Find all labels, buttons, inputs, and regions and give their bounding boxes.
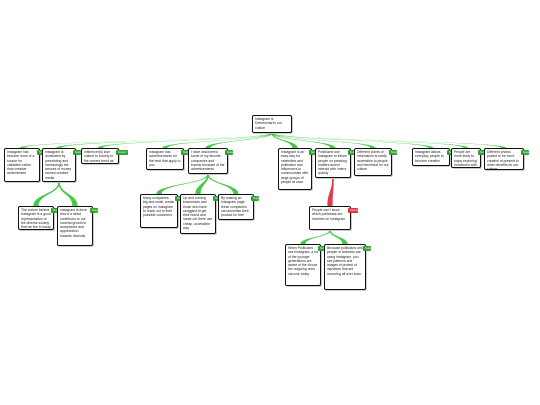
support-connector [97,133,273,148]
support-connector [271,133,469,148]
argument-a2a[interactable]: The culture behind Instagram is a good r… [18,206,54,230]
argument-text: Influencer(s) lose culture to society in… [84,150,114,163]
objection-c2a[interactable]: People don't know which politicians are … [309,206,351,230]
support-connector [33,182,60,206]
argument-text: Instagram allows everyday people to beco… [415,150,444,163]
argument-c3[interactable]: Different points of information is easil… [354,148,392,176]
argument-text: Politicians use Instagram to inform peop… [318,150,348,176]
support-connector [271,133,507,148]
support-connector [329,230,348,244]
argument-text: Instagram has become more of a source fo… [7,150,35,176]
support-tag: Support [521,150,529,155]
support-tag: Support [363,246,371,251]
argument-text: Many companies, big and small, create pa… [143,196,175,217]
support-tag: Support [309,150,317,155]
argument-text: Instagram is dominated by preexisting an… [45,150,72,180]
support-tag: Support [181,150,189,155]
support-connector [56,133,273,148]
argument-c2[interactable]: Politicians use Instagram to inform peop… [315,148,351,178]
argument-b2a[interactable]: Many companies, big and small, create pa… [140,194,178,228]
support-connector [300,230,331,244]
root-claim[interactable]: Instagram is Detrimental to our culture [252,115,292,133]
argument-d1[interactable]: Instagram allows everyday people to beco… [412,148,450,166]
support-connector [205,133,273,148]
oppose-tag: Oppose [348,208,358,213]
objection-text: People don't know which politicians are … [312,208,346,221]
support-connector [271,133,376,148]
support-connector [271,133,298,148]
argument-text: I have discovered some of my favorite co… [191,150,225,171]
argument-text: The culture behind Instagram is a good r… [21,208,51,229]
argument-b1[interactable]: Instagram has advertisements for the bes… [146,148,184,170]
argument-text: Instagram has advertisements for the bes… [149,150,181,167]
support-connector [19,133,273,148]
argument-d2[interactable]: People are more likely to enjoy explorin… [451,148,481,168]
root-claim-text: Instagram is Detrimental to our culture [255,117,282,130]
support-tag: Support [389,150,397,155]
argument-text: By making an Instagram page, these compa… [221,196,249,217]
support-tag: Support [348,150,356,155]
support-tag: Support [116,150,128,155]
support-tag: Support [251,196,259,201]
support-tag: Support [318,246,326,251]
argument-text: Up and coming businesses and those who h… [183,196,213,230]
argument-b2[interactable]: I have discovered some of my favorite co… [188,148,228,174]
support-connector [195,174,209,194]
argument-a2b[interactable]: Instagram is drive that is a direct cont… [57,206,93,246]
argument-text: People are more likely to enjoy explorin… [454,150,477,167]
support-tag: Support [478,150,486,155]
argument-b2b[interactable]: Up and coming businesses and those who h… [180,194,216,234]
argument-text: Instagram is an easy way for celebrities… [281,150,309,184]
argument-text: When Politicians use Instagram, a lot of… [288,246,318,276]
argument-b2c[interactable]: By making an Instagram page, these compa… [218,194,254,220]
support-connector [58,182,78,206]
support-tag: Support [73,150,81,155]
argument-a1[interactable]: Instagram has become more of a source fo… [4,148,40,182]
argument-d3[interactable]: Different photos posted to be more creat… [484,148,524,170]
support-tag: Support [225,150,233,155]
support-connector [162,133,273,148]
argument-text: Instagram is drive that is a direct cont… [60,208,87,238]
support-connector [271,133,336,148]
argument-c1[interactable]: Instagram is an easy way for celebrities… [278,148,312,190]
argument-a2[interactable]: Instagram is dominated by preexisting an… [42,148,76,182]
support-tag: Support [51,208,59,213]
support-connector [207,174,239,194]
argument-c2a1[interactable]: When Politicians use Instagram, a lot of… [285,244,321,286]
support-connector [156,174,209,194]
argument-c2a2[interactable]: Because politicians and people of author… [324,244,366,290]
oppose-connector [327,178,334,206]
argument-text: Different photos posted to be more creat… [487,150,519,170]
argument-text: Because politicians and people of author… [327,246,363,276]
support-connector [271,133,434,148]
argument-a3[interactable]: Influencer(s) lose culture to society in… [81,148,119,164]
support-tag: Support [90,208,98,213]
argument-text: Different points of information is easil… [357,150,389,171]
